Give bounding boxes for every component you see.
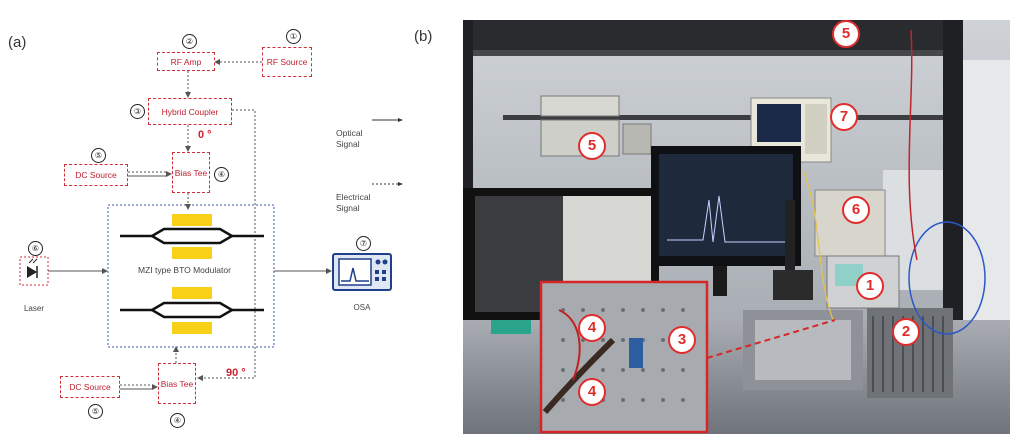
photo-badge-4-upper: 4: [578, 314, 606, 342]
modulator-label: MZI type BTO Modulator: [138, 265, 231, 275]
osa-icon: [332, 253, 392, 291]
modulator-frame: [107, 204, 275, 348]
lab-photo: [463, 20, 1010, 434]
wire-hybrid-biastee-bottom: [203, 109, 256, 379]
dc-source-bottom-box: DC Source: [60, 376, 120, 398]
photo-badge-4-lower: 4: [578, 378, 606, 406]
dc-source-top-number: ⑤: [91, 148, 106, 163]
hybrid-coupler-box: Hybrid Coupler: [148, 98, 232, 125]
bias-tee-bottom-number: ④: [170, 413, 185, 428]
photo-badge-5-instrument: 5: [578, 132, 606, 160]
mzi-bottom: [120, 287, 264, 334]
legend-electrical-text: Electrical Signal: [336, 192, 371, 213]
photo-badge-7: 7: [830, 103, 858, 131]
photo-badge-6: 6: [842, 196, 870, 224]
photo-badge-2: 2: [892, 318, 920, 346]
dc-source-top-box: DC Source: [64, 164, 128, 186]
rf-source-box: RF Source: [262, 47, 312, 77]
photo-badge-5-top: 5: [832, 20, 860, 48]
photo-badge-3: 3: [668, 326, 696, 354]
dc-source-bottom-number: ⑤: [88, 404, 103, 419]
rf-amp-box: RF Amp: [157, 52, 215, 71]
phase-angle-bottom: 90 °: [226, 367, 246, 379]
phase-angle-top: 0 °: [198, 129, 212, 141]
osa-caption: OSA: [353, 303, 371, 312]
bias-tee-top-number: ④: [214, 167, 229, 182]
legend-optical-text: Optical Signal: [336, 128, 363, 149]
osa-number: ⑦: [356, 236, 371, 251]
schematic-connections: [19, 59, 403, 390]
rf-source-number: ①: [286, 29, 301, 44]
mzi-top: [120, 214, 264, 259]
rf-amp-number: ②: [182, 34, 197, 49]
bias-tee-bottom-box: Bias Tee: [158, 363, 196, 404]
hybrid-coupler-number: ③: [130, 104, 145, 119]
laser-icon: [19, 256, 49, 286]
laser-caption: Laser: [23, 304, 44, 313]
photo-badge-1: 1: [856, 272, 884, 300]
panel-b-label: (b): [414, 28, 433, 45]
laser-number: ⑥: [28, 241, 43, 256]
bias-tee-top-box: Bias Tee: [172, 152, 210, 193]
panel-a-label: (a): [8, 34, 27, 51]
